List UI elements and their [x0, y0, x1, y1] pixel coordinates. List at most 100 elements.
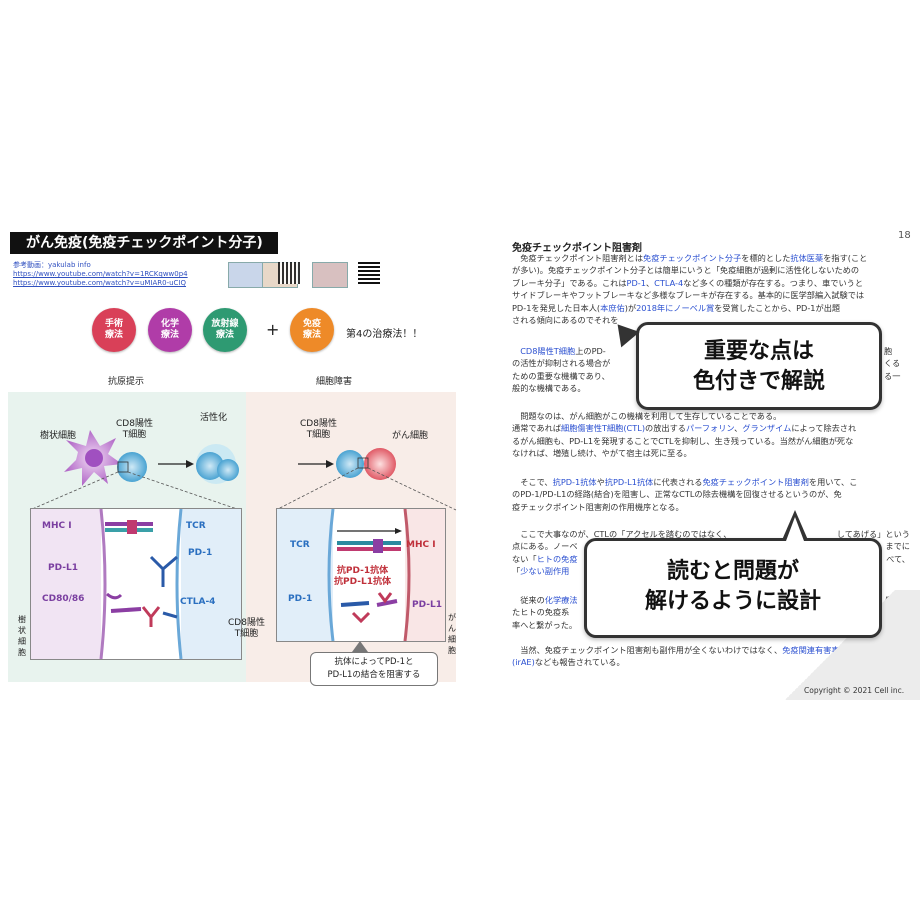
text-line: 従来の化学療法: [512, 594, 622, 606]
text-line: 般的な機構である。: [512, 382, 652, 394]
text-segment: ない「: [512, 553, 537, 564]
text-segment: 率へと繋がった。: [512, 619, 578, 630]
text-line: (irAE)なども報告されている。: [512, 656, 910, 668]
synapse-box-right: [276, 508, 446, 642]
tcr-label-right: TCR: [290, 540, 310, 550]
video-thumbnail-2[interactable]: [312, 262, 348, 288]
highlighted-term: PD-1: [626, 277, 646, 288]
highlighted-term: パーフォリン: [685, 423, 735, 434]
text-fragment: べて、: [886, 553, 910, 564]
activated-t-cell-icon: [196, 444, 239, 484]
text-segment: なければ、増殖し続け、やがて宿主は死に至る。: [512, 448, 692, 459]
highlighted-term: CTLA-4: [654, 277, 684, 288]
cd8-t-cell-label-bottom: CD8陽性 T細胞: [228, 618, 265, 639]
paragraph-3: 問題なのは、がん細胞がこの機構を利用して生存していることである。通常であれば細胞…: [512, 410, 910, 460]
therapy-surgery: 手術 療法: [92, 308, 136, 352]
text-segment: [512, 346, 520, 356]
page-number: 18: [898, 230, 911, 241]
therapy-immuno: 免疫 療法: [290, 308, 334, 352]
pd1-label-left: PD-1: [188, 548, 213, 558]
bubble-bottom-tail-inner: [786, 517, 804, 541]
synapse-box-left: [30, 508, 242, 660]
text-line: なければ、増殖し続け、やがて宿主は死に至る。: [512, 447, 910, 459]
text-line: ための重要な機構であり、: [512, 370, 652, 382]
text-line: サイドブレーキやフットブレーキなど多様なブレーキが存在する。基本的に医学部編入試…: [512, 289, 910, 301]
text-segment: や: [596, 477, 605, 487]
paragraph-5: ここで大事なのが、CTLの「アクセルを踏むのではなく、点にある。ノーベない「ヒト…: [512, 528, 812, 578]
text-fragment: までに: [885, 541, 910, 552]
video-thumbnail-1[interactable]: [228, 262, 264, 288]
tcr-label-left: TCR: [186, 521, 206, 531]
text-segment: の活性が抑制される場合が: [512, 358, 611, 369]
reference-link-2[interactable]: https://www.youtube.com/watch?v=uMIAR0-u…: [13, 279, 187, 287]
text-segment: を受賞したことから、PD-1が出題: [714, 302, 841, 313]
therapy-chemo: 化学 療法: [148, 308, 192, 352]
highlighted-term: CD8陽性T細胞: [520, 346, 576, 356]
text-line: ブレーキ分子」である。これはPD-1、CTLA-4など多くの種類が存在する。つま…: [512, 277, 910, 289]
text-line: るがん細胞も、PD-L1を発現することでCTLを抑制し、生き残っている。当然がん…: [512, 435, 910, 447]
text-segment: 問題なのは、がん細胞がこの機構を利用して生存していることである。: [512, 411, 782, 421]
paragraph-1: 免疫チェックポイント阻害剤とは免疫チェックポイント分子を標的とした抗体医薬を指す…: [512, 252, 910, 326]
text-line: ない「ヒトの免疫: [512, 553, 812, 565]
pd1-label-right: PD-1: [288, 594, 313, 604]
highlighted-term: 少ない副作用: [520, 566, 570, 577]
text-segment: 従来の: [512, 595, 545, 605]
highlight-bubble-bottom: 読むと問題が 解けるように設計: [584, 538, 882, 638]
cd8-t-cell-label-right: CD8陽性 T細胞: [300, 419, 337, 440]
paragraph-5-right: してあげる」というまでにべて、: [800, 528, 910, 565]
text-segment: PD-1を発見した日本人(: [512, 302, 601, 313]
text-segment: 疫チェックポイント阻害剤の作用機序となる。: [512, 501, 684, 512]
text-segment: )が: [624, 302, 637, 313]
text-line: 免疫チェックポイント阻害剤とは免疫チェックポイント分子を標的とした抗体医薬を指す…: [512, 252, 910, 264]
copyright: Copyright © 2021 Cell inc.: [804, 686, 905, 695]
paragraph-2-right: 胞くるる一: [884, 345, 914, 382]
paragraph-6: 従来の化学療法たヒトの免疫系率へと繋がった。: [512, 594, 622, 631]
mhc1-label-left: MHC I: [42, 521, 72, 531]
highlighted-term: ヒトの免疫: [536, 553, 578, 564]
text-line: CD8陽性T細胞上のPD-: [512, 345, 652, 357]
plus-sign: +: [266, 320, 280, 339]
cd8-t-cell-label-left: CD8陽性 T細胞: [116, 419, 153, 440]
paragraph-4: そこで、抗PD-1抗体や抗PD-L1抗体に代表される免疫チェックポイント阻害剤を…: [512, 476, 910, 513]
text-fragment: 胞: [884, 346, 893, 356]
text-segment: なども報告されている。: [534, 657, 625, 668]
text-segment: の放出する: [645, 423, 686, 434]
cell-diagram: [29, 430, 457, 511]
highlighted-term: (irAE): [512, 657, 535, 668]
text-segment: が多い)。免疫チェックポイント分子とは簡単にいうと「免疫細胞が過剰に活性化しない…: [512, 265, 860, 276]
text-line: が多い)。免疫チェックポイント分子とは簡単にいうと「免疫細胞が過剰に活性化しない…: [512, 264, 910, 276]
text-line: のPD-1/PD-L1の経路(結合)を阻害し、正常なCTLの除去機構を回復させる…: [512, 488, 910, 500]
highlight-bubble-top: 重要な点は 色付きで解説: [636, 322, 882, 410]
callout-pointer: [352, 641, 368, 652]
text-fragment: る一: [884, 370, 901, 381]
pdl1-label-left: PD-L1: [48, 563, 78, 573]
text-segment: 、: [645, 277, 655, 288]
activation-label: 活性化: [200, 413, 228, 423]
highlighted-term: 抗体医薬: [790, 253, 824, 263]
paragraph-2: CD8陽性T細胞上のPD-の活性が抑制される場合がための重要な機構であり、般的な…: [512, 345, 652, 395]
highlighted-term: 2018年にノーベル賞: [636, 302, 715, 313]
zoom-box-left: [117, 461, 129, 473]
highlighted-term: 抗PD-1抗体: [552, 477, 597, 487]
text-line: たヒトの免疫系: [512, 606, 622, 618]
cancer-cell-vertical-label: がん細胞: [448, 613, 456, 655]
dendritic-cell-vertical-label: 樹状細胞: [18, 615, 26, 657]
text-segment: など多くの種類が存在する。つまり、車でいうと: [683, 277, 864, 288]
text-line: そこで、抗PD-1抗体や抗PD-L1抗体に代表される免疫チェックポイント阻害剤を…: [512, 476, 910, 488]
text-segment: を用いて、こ: [808, 477, 858, 487]
text-line: 通常であれば細胞傷害性T細胞(CTL)の放出するパーフォリン、グランザイムによっ…: [512, 422, 910, 434]
text-line: PD-1を発見した日本人(本庶佑)が2018年にノーベル賞を受賞したことから、P…: [512, 302, 910, 314]
text-segment: ための重要な機構であり、: [512, 370, 610, 381]
reference-link-1[interactable]: https://www.youtube.com/watch?v=1RCKqww0…: [13, 270, 188, 278]
highlighted-term: 化学療法: [544, 595, 578, 605]
therapy-radiation: 放射線 療法: [203, 308, 247, 352]
cd8-t-cell-icon: [117, 452, 147, 482]
text-segment: 上のPD-: [575, 346, 606, 356]
text-segment: 、: [734, 423, 743, 434]
text-segment: 点にある。ノーベ: [512, 541, 578, 552]
text-line: 疫チェックポイント阻害剤の作用機序となる。: [512, 501, 910, 513]
highlighted-term: 免疫チェックポイント阻害剤: [702, 477, 809, 487]
text-line: 率へと繋がった。: [512, 619, 622, 631]
section-antigen-presentation: 抗原提示: [108, 377, 145, 387]
text-segment: ブレーキ分子」である。これは: [512, 277, 627, 288]
